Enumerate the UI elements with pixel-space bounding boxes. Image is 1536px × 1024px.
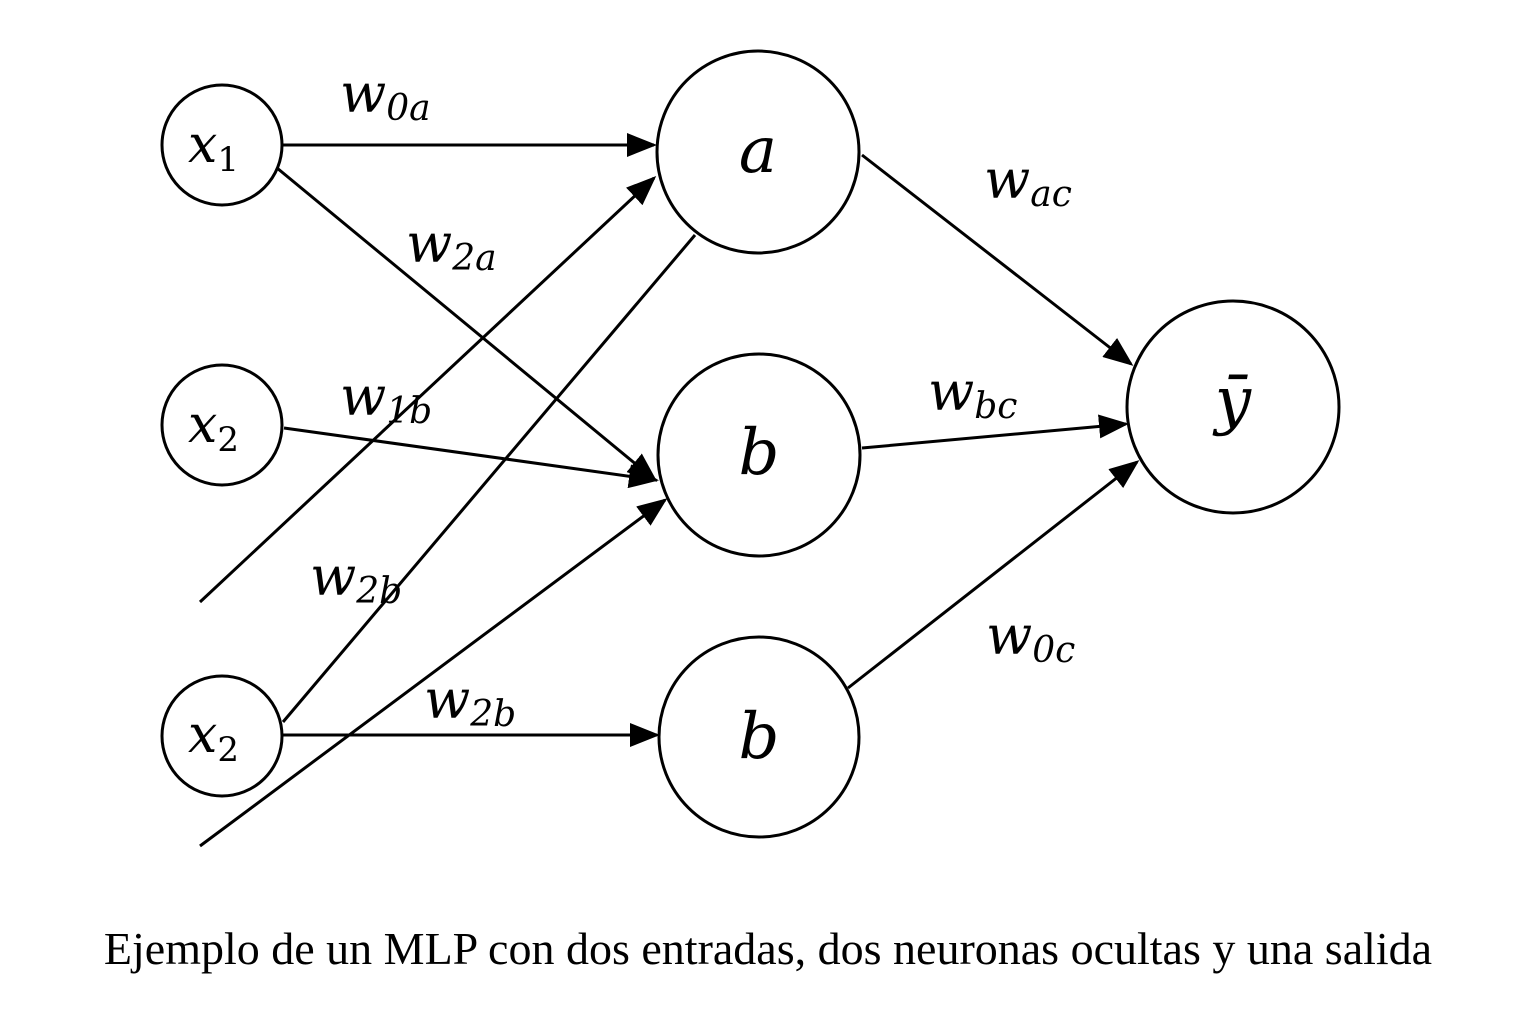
weight-w0a-sub: 0a bbox=[386, 88, 430, 129]
node-x2-top-sub: 2 bbox=[217, 420, 239, 460]
node-y-label: ȳ bbox=[1212, 364, 1252, 438]
edges bbox=[198, 133, 1140, 848]
edge-bias-to-a bbox=[198, 175, 657, 604]
weight-w2b-bottom: w2b bbox=[424, 668, 516, 735]
edge-a-to-y bbox=[861, 153, 1134, 366]
weight-labels: w0a w2a w1b w2b w2b wac wbc w0c bbox=[310, 62, 1075, 735]
node-b-low-label: b bbox=[739, 700, 780, 774]
weight-w2b-left-base: w bbox=[310, 545, 356, 608]
weight-w2b-left: w2b bbox=[310, 545, 402, 612]
weight-wac-sub: ac bbox=[1030, 174, 1072, 215]
node-x1-label: x1 bbox=[188, 115, 239, 180]
weight-wbc-base: w bbox=[928, 360, 974, 423]
node-b-label: b bbox=[739, 416, 780, 490]
edge-b-to-y bbox=[861, 414, 1129, 450]
edge-bias-to-b bbox=[199, 498, 668, 848]
figure-caption: Ejemplo de un MLP con dos entradas, dos … bbox=[103, 923, 1433, 974]
weight-w2b-bottom-base: w bbox=[424, 668, 470, 731]
weight-wbc: wbc bbox=[928, 360, 1017, 427]
node-x2-top-circle bbox=[160, 363, 284, 487]
weight-w1b: w1b bbox=[340, 365, 432, 432]
node-x1-circle bbox=[160, 83, 284, 207]
node-x2-bottom-base: x bbox=[188, 705, 217, 765]
edge-a-to-x2-bottom bbox=[281, 234, 697, 723]
weight-wac: wac bbox=[984, 148, 1072, 215]
edge-b-low-to-y bbox=[847, 460, 1140, 690]
weight-w2a-base: w bbox=[406, 212, 452, 275]
weight-w0c-base: w bbox=[986, 604, 1032, 667]
weight-wbc-sub: bc bbox=[974, 386, 1017, 427]
node-x1-base: x bbox=[188, 115, 217, 175]
weight-w2b-left-sub: 2b bbox=[355, 571, 402, 612]
node-a-circle bbox=[655, 49, 861, 255]
node-y-circle bbox=[1125, 299, 1341, 515]
node-b-circle bbox=[656, 352, 862, 558]
weight-w1b-sub: 1b bbox=[386, 391, 432, 432]
weight-w0a-base: w bbox=[340, 62, 386, 125]
node-b-low-circle bbox=[657, 635, 861, 839]
weight-w2a: w2a bbox=[406, 212, 497, 279]
weight-w2b-bottom-sub: 2b bbox=[469, 694, 516, 735]
weight-w1b-base: w bbox=[340, 365, 386, 428]
weight-w2a-sub: 2a bbox=[451, 238, 496, 279]
weight-w0c-sub: 0c bbox=[1032, 630, 1075, 671]
node-x2-bottom-circle bbox=[160, 674, 284, 798]
weight-w0c: w0c bbox=[986, 604, 1075, 671]
node-x2-bottom-label: x2 bbox=[188, 705, 239, 770]
edge-x2-top-to-b bbox=[283, 426, 659, 489]
node-x2-top-base: x bbox=[188, 395, 217, 455]
edge-x1-to-b bbox=[276, 166, 658, 482]
weight-wac-base: w bbox=[984, 148, 1030, 211]
node-x2-top-label: x2 bbox=[188, 395, 239, 460]
nodes bbox=[160, 49, 1341, 839]
node-labels: x1 x2 x2 a b b ȳ bbox=[188, 114, 1252, 774]
node-x2-bottom-sub: 2 bbox=[217, 730, 239, 770]
weight-w0a: w0a bbox=[340, 62, 431, 129]
node-x1-sub: 1 bbox=[217, 140, 239, 180]
node-a-label: a bbox=[739, 114, 777, 188]
